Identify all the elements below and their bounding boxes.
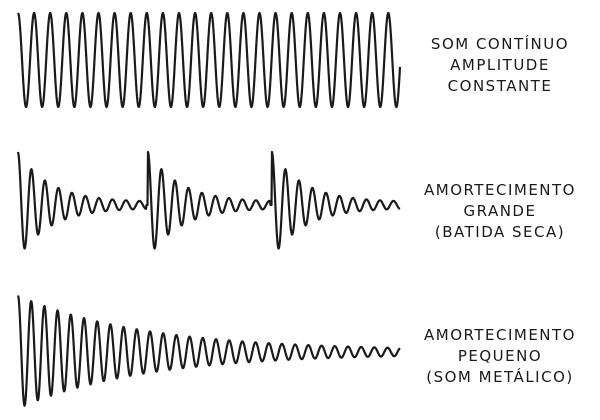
label-line: PEQUENO	[457, 347, 543, 365]
large-damping-label: AMORTECIMENTO GRANDE (BATIDA SECA)	[405, 180, 595, 243]
continuous-waveform	[17, 11, 402, 109]
large-damping-waveform	[16, 150, 401, 250]
small-damping-label: AMORTECIMENTO PEQUENO (SOM METÁLICO)	[405, 325, 595, 388]
label-line: CONSTANTE	[447, 77, 553, 95]
label-line: (SOM METÁLICO)	[426, 368, 574, 386]
label-line: AMPLITUDE	[450, 56, 550, 74]
label-line: AMORTECIMENTO	[424, 326, 576, 344]
label-line: (BATIDA SECA)	[434, 223, 566, 241]
small-damping-waveform	[16, 295, 401, 407]
label-line: AMORTECIMENTO	[424, 181, 576, 199]
label-line: GRANDE	[463, 202, 537, 220]
continuous-sound-label: SOM CONTÍNUO AMPLITUDE CONSTANTE	[405, 34, 595, 97]
label-line: SOM CONTÍNUO	[430, 35, 570, 53]
